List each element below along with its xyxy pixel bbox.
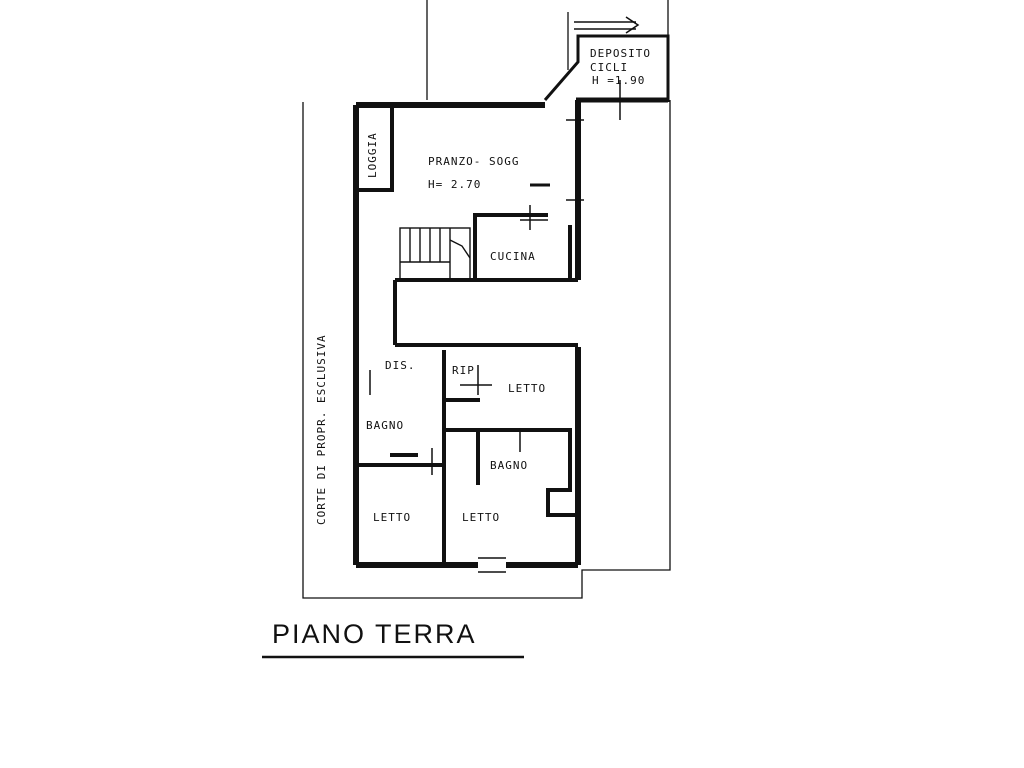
deposito-walls — [543, 34, 670, 103]
entry-arrow — [574, 16, 640, 34]
room-label-pranzo-sogg: PRANZO- SOGG — [428, 155, 519, 168]
door-marks — [369, 80, 621, 573]
deposito-height-label: H =1.90 — [592, 74, 645, 87]
staircase — [399, 227, 471, 281]
exterior-walls — [353, 100, 581, 568]
room-label-rip: RIP — [452, 364, 475, 377]
room-label-cicli: CICLI — [590, 61, 628, 74]
pranzo-height-label: H= 2.70 — [428, 178, 481, 191]
room-label-letto-1: LETTO — [508, 382, 546, 395]
interior-walls — [356, 105, 578, 565]
court-label: CORTE DI PROPR. ESCLUSIVA — [315, 334, 328, 525]
room-label-bagno-1: BAGNO — [366, 419, 404, 432]
room-label-bagno-2: BAGNO — [490, 459, 528, 472]
room-label-deposito: DEPOSITO — [590, 47, 651, 60]
room-label-dis: DIS. — [385, 359, 416, 372]
room-label-loggia: LOGGIA — [366, 132, 379, 178]
room-label-letto-3: LETTO — [462, 511, 500, 524]
room-label-cucina: CUCINA — [490, 250, 536, 263]
room-label-letto-2: LETTO — [373, 511, 411, 524]
plan-title: PIANO TERRA — [272, 619, 477, 649]
